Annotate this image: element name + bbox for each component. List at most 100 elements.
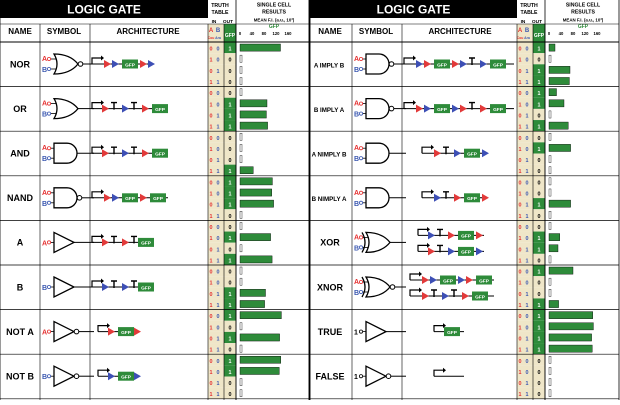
input-a-value: 0 xyxy=(519,270,522,276)
input-b-value: 0 xyxy=(217,180,220,186)
truth-cell-bg xyxy=(517,97,533,109)
gfp-bar xyxy=(548,66,571,74)
tick-label: 120 xyxy=(582,31,590,36)
gfp-bar xyxy=(239,344,243,353)
input-b-value: 1 xyxy=(526,247,529,253)
out-cell-bg xyxy=(224,198,236,210)
truth-cell-bg xyxy=(208,209,224,221)
out-cell-bg xyxy=(224,86,236,98)
gfp-bar xyxy=(239,356,281,364)
gfp-bar xyxy=(548,266,574,275)
input-a-dot xyxy=(47,57,52,62)
out-cell-bg xyxy=(224,153,236,165)
truth-cell-bg xyxy=(208,265,224,277)
output-value: 1 xyxy=(538,303,541,309)
gfp-box xyxy=(490,59,506,69)
gfp-label: GFP xyxy=(155,152,166,158)
architecture-diagram: GFP xyxy=(91,55,155,69)
gfp-box xyxy=(122,59,138,69)
gate-name: B NIMPLY A xyxy=(312,196,347,203)
out-cell-bg xyxy=(533,220,545,232)
out-cell-bg xyxy=(224,287,236,299)
truth-cell-bg xyxy=(208,387,224,399)
input-a-value: 1 xyxy=(519,147,522,153)
input-b-value: 1 xyxy=(217,113,220,119)
gfp-bar xyxy=(239,132,243,141)
gfp-bar xyxy=(239,389,243,397)
input-a-value: 0 xyxy=(519,336,522,342)
out-cell-bg xyxy=(224,376,236,388)
out-cell-bg xyxy=(533,354,545,366)
promoter-arrow xyxy=(101,100,104,106)
output-value: 1 xyxy=(538,91,541,97)
gfp-label: GFP xyxy=(437,107,448,113)
input-b-value: 0 xyxy=(217,359,220,365)
gate-body xyxy=(53,142,78,164)
input-label: B xyxy=(42,374,47,381)
promoter-icon xyxy=(403,102,413,109)
input-a-value: 1 xyxy=(210,102,213,108)
output-value: 1 xyxy=(229,303,232,309)
input-a-value: 1 xyxy=(210,169,213,175)
input-b-value: 0 xyxy=(217,58,220,64)
input-a-value: 0 xyxy=(210,314,213,320)
output-value: 1 xyxy=(229,113,232,119)
gfp-bar xyxy=(548,244,559,253)
terminator-icon xyxy=(469,101,475,110)
gfp-box xyxy=(152,148,168,158)
promoter-icon xyxy=(421,146,431,154)
input-b-label: B xyxy=(354,245,359,252)
input-b-value: 1 xyxy=(217,69,220,75)
out-cell-bg xyxy=(224,343,236,355)
gate-name: OR xyxy=(13,104,27,114)
input-b-value: 1 xyxy=(217,203,220,209)
input-b-value: 1 xyxy=(217,258,220,264)
promoter-arrow xyxy=(413,55,416,61)
truth-cell-bg xyxy=(208,220,224,232)
input-a-label: A xyxy=(42,145,47,152)
inversion-bubble xyxy=(388,105,395,112)
gfp-bar xyxy=(548,188,552,197)
output-value: 1 xyxy=(229,258,232,264)
gfp-bar xyxy=(548,300,559,308)
out-cell-bg xyxy=(224,142,236,154)
input-b-value: 0 xyxy=(217,102,220,108)
input-a-value: 0 xyxy=(210,180,213,186)
input-a-dot xyxy=(47,146,52,151)
gfp-label: GFP xyxy=(155,107,166,113)
input-a-value: 0 xyxy=(210,113,213,119)
output-value: 0 xyxy=(538,370,541,376)
out-label: OUT xyxy=(532,19,542,25)
truth-cell-bg xyxy=(517,186,533,199)
promoter-arrow xyxy=(427,226,430,232)
input-b-value: 1 xyxy=(526,113,529,119)
gfp-label: GFP xyxy=(121,330,132,336)
input-b-value: 1 xyxy=(526,203,529,209)
out-cell-bg xyxy=(533,343,545,355)
output-value: 0 xyxy=(538,392,541,398)
gate-name: NAND xyxy=(7,193,33,203)
out-cell-bg xyxy=(533,309,545,321)
input-a-value: 1 xyxy=(210,370,213,376)
section-title: LOGIC GATE xyxy=(377,3,451,17)
gfp-bar xyxy=(239,99,268,108)
gfp-bar xyxy=(548,389,552,397)
output-value: 1 xyxy=(538,147,541,153)
gate-name: NOT B xyxy=(6,372,34,382)
gfp-bar xyxy=(548,344,593,353)
promoter-icon xyxy=(421,191,431,198)
truth-cell-bg xyxy=(517,108,533,121)
architecture-diagram: GFP xyxy=(97,323,141,337)
promoter-icon xyxy=(433,369,443,377)
gfp-bar xyxy=(548,110,552,119)
output-value: 1 xyxy=(229,336,232,342)
input-b-value: 0 xyxy=(526,47,529,53)
gfp-bar xyxy=(239,177,273,186)
input-b-value: 1 xyxy=(526,125,529,131)
operator-site xyxy=(416,104,423,113)
out-cell-bg xyxy=(533,108,545,121)
output-value: 1 xyxy=(229,314,232,320)
gate-body xyxy=(365,97,390,120)
operator-site xyxy=(476,231,483,240)
